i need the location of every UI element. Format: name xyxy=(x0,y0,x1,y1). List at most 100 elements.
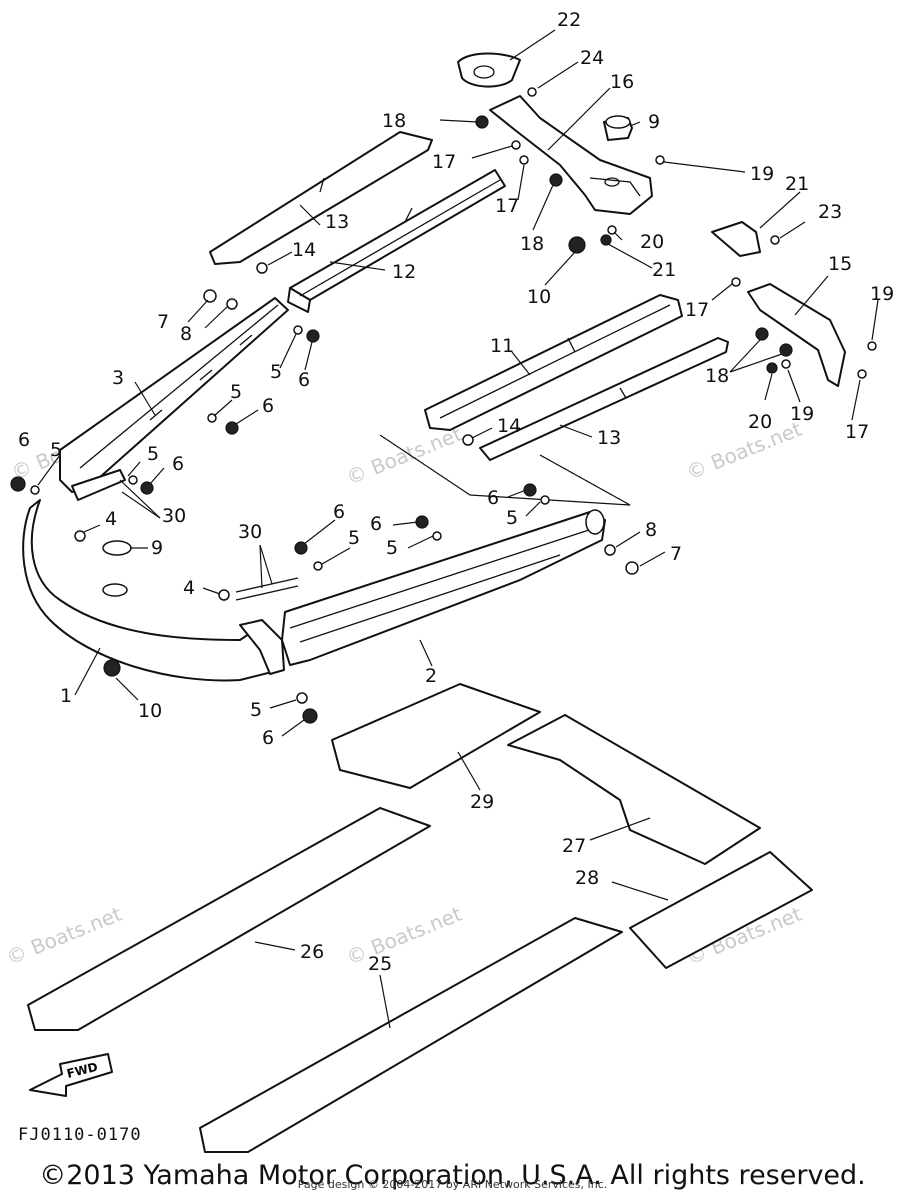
callout-14: 14 xyxy=(497,415,521,437)
callout-5: 5 xyxy=(250,699,262,721)
callout-17: 17 xyxy=(432,151,456,173)
callout-6: 6 xyxy=(262,395,274,417)
screw-24-icon xyxy=(527,87,537,97)
washer-5-icon xyxy=(30,485,40,495)
part-23-handle-cap xyxy=(457,52,521,88)
nut-10-icon xyxy=(103,659,121,677)
callout-23: 22 xyxy=(557,9,581,31)
callout-5: 5 xyxy=(386,537,398,559)
callout-20: 19 xyxy=(790,403,814,425)
callout-24: 23 xyxy=(818,201,842,223)
callout-6: 6 xyxy=(487,487,499,509)
callout-6: 6 xyxy=(333,501,345,523)
part-25-mat xyxy=(199,917,623,1153)
washer-5-icon xyxy=(540,495,550,505)
callout-21: 20 xyxy=(748,411,772,433)
callout-6: 6 xyxy=(298,369,310,391)
part-13-strip-upper xyxy=(209,131,433,265)
callout-5: 5 xyxy=(348,527,360,549)
pad-30-icon xyxy=(235,577,299,593)
washer-5-icon xyxy=(313,561,323,571)
callout-16: 16 xyxy=(610,71,634,93)
nut-6-icon xyxy=(225,421,239,435)
callout-6: 6 xyxy=(262,727,274,749)
nut-6-icon xyxy=(302,708,318,724)
washer-8-icon xyxy=(604,544,616,556)
watermark: © Boats.net xyxy=(3,902,125,970)
screw-24-icon xyxy=(770,235,780,245)
callout-7: 7 xyxy=(670,543,682,565)
callout-5: 5 xyxy=(230,381,242,403)
rivet-14-icon xyxy=(462,434,474,446)
part-2-side-rail xyxy=(281,509,606,666)
nut-6-icon xyxy=(10,476,26,492)
part-1-front-bumper xyxy=(22,499,285,682)
leader-lines xyxy=(37,29,879,1029)
watermark: © Boats.net xyxy=(343,902,465,970)
callout-26: 26 xyxy=(300,941,324,963)
part-28-mat xyxy=(629,851,813,969)
callout-8: 8 xyxy=(645,519,657,541)
plug-9-icon xyxy=(102,540,132,556)
figure-code: FJ0110-0170 xyxy=(18,1125,142,1145)
bolt-7-icon xyxy=(625,561,639,575)
callout-19: 19 xyxy=(870,283,894,305)
part-13-strip-lower xyxy=(479,337,729,461)
pad-30-icon xyxy=(235,585,299,601)
callout-5: 5 xyxy=(50,439,62,461)
nut-18-icon xyxy=(779,343,793,357)
callout-2: 2 xyxy=(425,665,437,687)
callout-11: 11 xyxy=(490,335,514,357)
bolt-7-icon xyxy=(203,289,217,303)
nut-6-icon xyxy=(294,541,308,555)
callout-20: 20 xyxy=(640,231,664,253)
part-29-mat xyxy=(331,683,541,789)
callout-8: 8 xyxy=(180,323,192,345)
washer-8-icon xyxy=(226,298,238,310)
callout-28: 28 xyxy=(575,867,599,889)
washer-20-icon xyxy=(781,359,791,369)
callout-10: 10 xyxy=(527,286,551,308)
callout-30: 30 xyxy=(162,505,186,527)
part-22-plate xyxy=(711,221,761,257)
page-design-notice: Page design © 2004-2017 by ARI Network S… xyxy=(297,1178,608,1191)
callout-4: 4 xyxy=(183,577,195,599)
part-15-bracket xyxy=(747,283,846,387)
part-30-pad-left xyxy=(71,469,126,501)
rivet-14-icon xyxy=(256,262,268,274)
watermark: © Boats.net xyxy=(683,417,805,485)
nut-18-icon xyxy=(549,173,563,187)
screw-19-icon xyxy=(867,341,877,351)
callout-5: 5 xyxy=(147,443,159,465)
hardware xyxy=(10,87,877,724)
part-11-long-rail xyxy=(424,294,683,431)
callout-24: 24 xyxy=(580,47,604,69)
callout-14: 14 xyxy=(292,239,316,261)
bolt-4-icon xyxy=(218,589,230,601)
callout-labels: 22 24 16 9 18 17 19 17 18 10 20 21 21 23… xyxy=(18,9,894,975)
washer-5-icon xyxy=(128,475,138,485)
nut-18-icon xyxy=(755,327,769,341)
part-16-bracket xyxy=(489,95,653,215)
callout-6: 6 xyxy=(172,453,184,475)
callout-18: 18 xyxy=(705,365,729,387)
screw-19-icon xyxy=(655,155,665,165)
callout-22: 21 xyxy=(785,173,809,195)
callout-27: 27 xyxy=(562,835,586,857)
washer-5-icon xyxy=(293,325,303,335)
callout-7: 7 xyxy=(157,311,169,333)
nut-6-icon xyxy=(140,481,154,495)
screw-17-icon xyxy=(731,277,741,287)
callout-5: 5 xyxy=(270,361,282,383)
washer-5-icon xyxy=(432,531,442,541)
part-9-plug-top xyxy=(603,115,633,141)
screw-17-icon xyxy=(519,155,529,165)
callout-3: 3 xyxy=(112,367,124,389)
callout-17: 17 xyxy=(845,421,869,443)
callout-25: 25 xyxy=(368,953,392,975)
callout-6: 6 xyxy=(18,429,30,451)
nut-6-icon xyxy=(306,329,320,343)
callout-13: 13 xyxy=(325,211,349,233)
callout-5: 5 xyxy=(506,507,518,529)
